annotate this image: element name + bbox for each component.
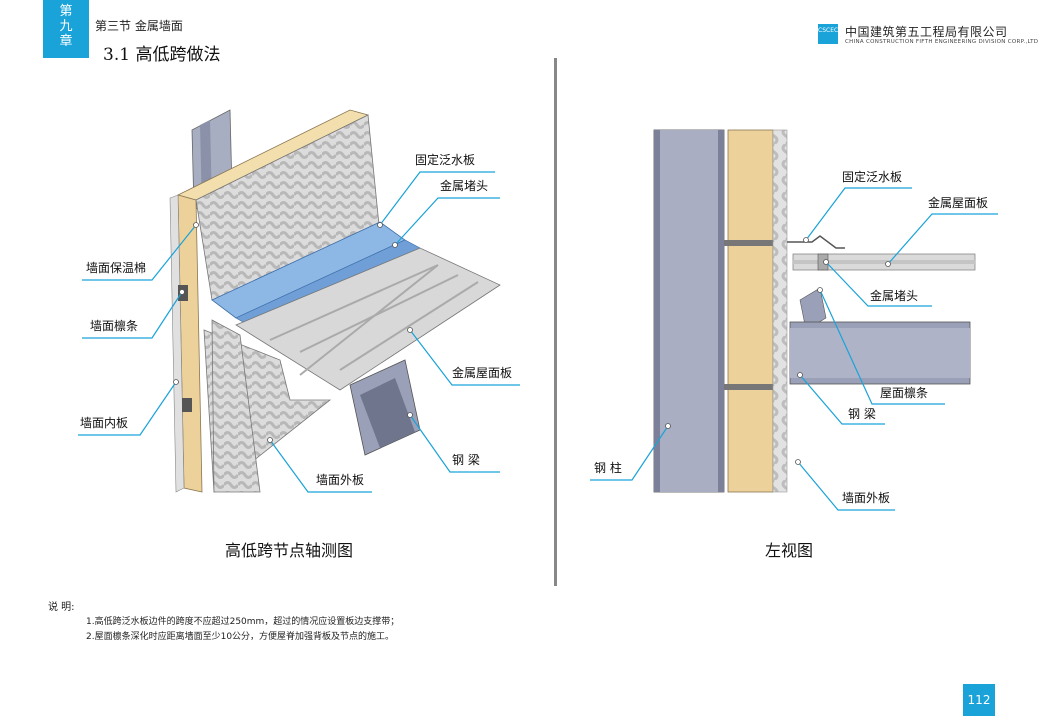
label-closure: 金属堵头 <box>440 178 488 193</box>
label-steel-beam: 钢 梁 <box>848 406 876 421</box>
left-leader-lines <box>78 171 520 493</box>
page-number: 112 <box>963 684 995 716</box>
label-roof-panel: 金属屋面板 <box>928 195 988 210</box>
label-roof-purlin: 屋面檩条 <box>880 385 928 400</box>
note-item: 1.高低跨泛水板边件的跨度不应超过250mm，超过的情况应设置板边支撑带； <box>86 617 400 627</box>
company-name-en: CHINA CONSTRUCTION FIFTH ENGINEERING DIV… <box>845 39 1039 45</box>
axonometric-drawing <box>169 109 501 493</box>
section-label: 第三节 金属墙面 <box>95 19 183 33</box>
label-insulation: 墙面保温棉 <box>86 261 146 275</box>
right-labels: 固定泛水板 金属屋面板 金属堵头 屋面檩条 钢 梁 钢 柱 墙面外板 <box>594 169 988 505</box>
label-steel-column: 钢 柱 <box>594 460 622 475</box>
label-inner-panel: 墙面内板 <box>80 416 128 430</box>
left-labels: 固定泛水板 金属堵头 墙面保温棉 墙面檩条 金属屋面板 墙面内板 钢 梁 墙面外… <box>80 152 512 487</box>
label-outer-panel: 墙面外板 <box>316 473 364 487</box>
right-leader-lines <box>590 187 998 511</box>
chapter-tab: 第 九 章 <box>43 0 89 58</box>
notes-title: 说 明: <box>48 602 75 613</box>
page-title: 3.1 高低跨做法 <box>103 45 221 65</box>
right-figure-caption: 左视图 <box>765 541 814 560</box>
left-leader-dots <box>173 222 413 443</box>
company-name-cn: 中国建筑第五工程局有限公司 <box>845 25 1008 39</box>
chapter-char: 第 <box>59 4 73 19</box>
chapter-char: 章 <box>59 34 73 49</box>
label-closure: 金属堵头 <box>870 288 918 303</box>
center-divider <box>554 58 557 586</box>
right-leader-dots <box>665 237 891 465</box>
left-figure-caption: 高低跨节点轴测图 <box>225 541 354 560</box>
label-wall-purlin: 墙面檩条 <box>90 318 138 333</box>
chapter-char: 九 <box>59 19 73 34</box>
label-steel-beam: 钢 梁 <box>452 452 480 467</box>
label-roof-panel: 金属屋面板 <box>452 365 512 380</box>
label-flashing: 固定泛水板 <box>415 152 475 167</box>
side-view-drawing <box>653 129 976 493</box>
label-outer-panel: 墙面外板 <box>842 491 890 505</box>
note-item: 2.屋面檩条深化时应距离墙面至少10公分，方便屋脊加强背板及节点的施工。 <box>86 632 395 642</box>
company-logo: CSCEC <box>818 24 838 44</box>
label-flashing: 固定泛水板 <box>842 169 902 184</box>
